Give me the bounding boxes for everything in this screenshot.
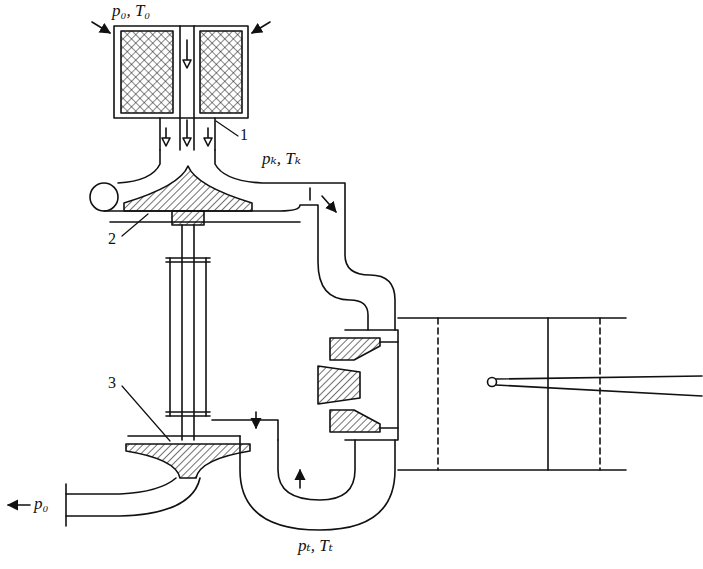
leader-lines	[122, 121, 238, 441]
callout-number: 3	[108, 374, 116, 392]
air-filter	[92, 22, 270, 150]
state-label: p₀, T₀	[112, 2, 150, 21]
flow-arrows	[162, 40, 212, 146]
callout-number: 1	[240, 126, 248, 144]
compressor	[90, 150, 395, 330]
cylinder-piston	[398, 318, 702, 470]
state-label: pₜ, Tₜ	[298, 537, 333, 556]
cylinder-head	[318, 330, 398, 440]
shaft	[166, 225, 210, 440]
state-label: pₖ, Tₖ	[262, 150, 301, 169]
callout-number: 2	[108, 230, 116, 248]
state-label: p₀	[34, 495, 48, 514]
